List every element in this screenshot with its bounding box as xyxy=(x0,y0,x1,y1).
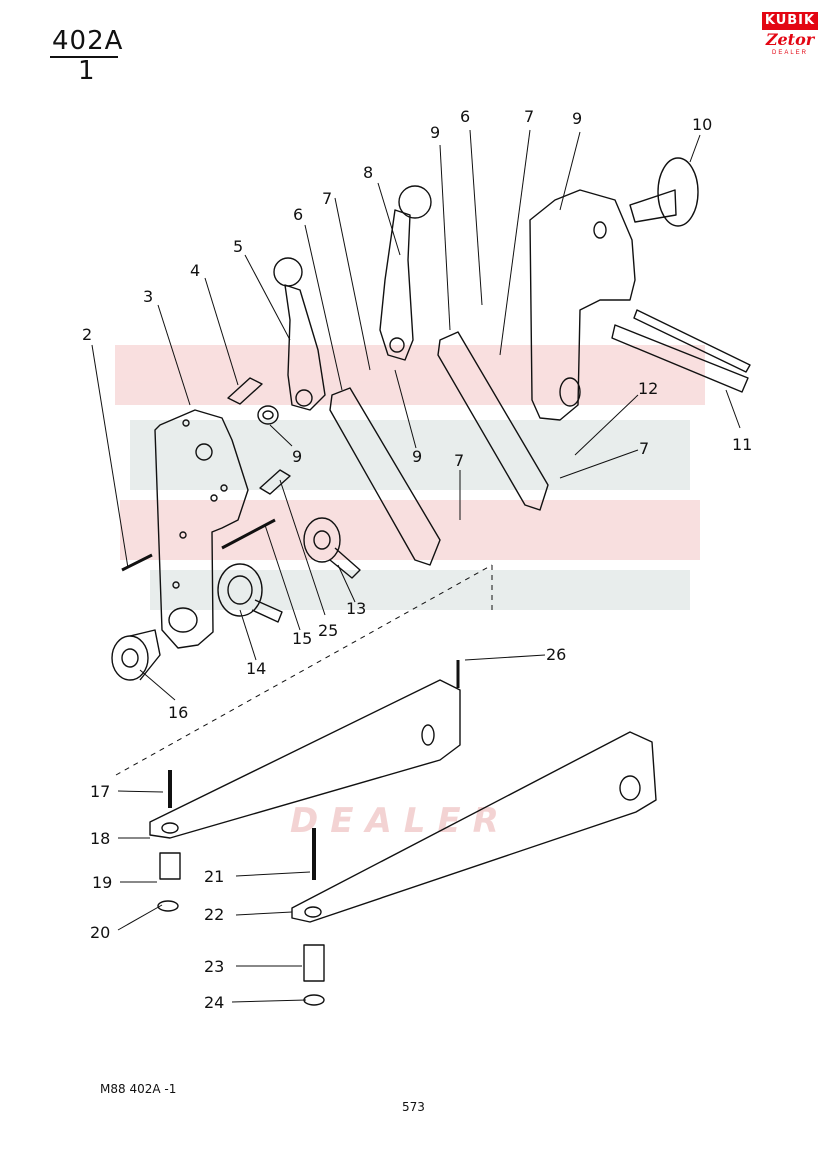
cam-13 xyxy=(217,563,263,617)
header-divider xyxy=(50,56,118,58)
link-6-left xyxy=(329,387,441,566)
logo-make: Zetor xyxy=(765,30,815,49)
watermark-text: DEALER xyxy=(290,801,511,841)
main-plate-10 xyxy=(529,189,636,421)
callout-12: 12 xyxy=(638,379,658,398)
callout-3: 3 xyxy=(143,287,153,306)
callout-9: 9 xyxy=(430,123,440,142)
callout-26: 26 xyxy=(546,645,566,664)
callout-15: 15 xyxy=(292,629,312,648)
washer-21a xyxy=(157,900,179,912)
pin-15 xyxy=(259,469,291,495)
callout-5: 5 xyxy=(233,237,243,256)
callout-17: 17 xyxy=(90,782,110,801)
callout-6: 6 xyxy=(460,107,470,126)
link-6-right xyxy=(437,331,549,511)
callout-23: 23 xyxy=(204,957,224,976)
callout-8: 8 xyxy=(363,163,373,182)
callout-6: 6 xyxy=(293,205,303,224)
callout-13: 13 xyxy=(346,599,366,618)
bushing-26 xyxy=(111,635,149,681)
callout-11: 11 xyxy=(732,435,752,454)
cam-16 xyxy=(303,517,341,563)
callout-20: 20 xyxy=(90,923,110,942)
rail-12 xyxy=(611,324,749,393)
logo-sub: DEALER xyxy=(771,50,808,56)
screw-2 xyxy=(121,553,153,572)
page-number: 573 xyxy=(402,1100,425,1114)
callout-2: 2 xyxy=(82,325,92,344)
kubik-zetor-logo: KUBIK Zetor DEALER xyxy=(762,12,818,62)
callout-10: 10 xyxy=(692,115,712,134)
group-number: 402A xyxy=(52,26,124,56)
callout-24: 24 xyxy=(204,993,224,1012)
callout-18: 18 xyxy=(90,829,110,848)
callout-19: 19 xyxy=(92,873,112,892)
callout-25: 25 xyxy=(318,621,338,640)
knob-11 xyxy=(657,157,699,227)
nut-20 xyxy=(159,852,181,880)
callout-22: 22 xyxy=(204,905,224,924)
callout-16: 16 xyxy=(168,703,188,722)
rod-19 xyxy=(149,679,461,839)
callout-9: 9 xyxy=(292,447,302,466)
callout-4: 4 xyxy=(190,261,200,280)
sheet-number: 1 xyxy=(78,56,96,86)
watermark: DEALER xyxy=(115,345,705,841)
rod-23 xyxy=(291,731,657,923)
leader-lines xyxy=(91,129,741,1003)
callout-9: 9 xyxy=(412,447,422,466)
callout-7: 7 xyxy=(454,451,464,470)
callout-7: 7 xyxy=(639,439,649,458)
nut-24 xyxy=(303,944,325,982)
logo-brand: KUBIK xyxy=(762,12,818,30)
drawing-code: M88 402A -1 xyxy=(100,1082,177,1096)
callout-9: 9 xyxy=(572,109,582,128)
callout-14: 14 xyxy=(246,659,266,678)
screw-14 xyxy=(221,518,276,550)
lever-8 xyxy=(379,209,414,361)
bracket-plate xyxy=(154,409,249,649)
callout-21: 21 xyxy=(204,867,224,886)
bushing-4 xyxy=(227,377,263,405)
callout-7: 7 xyxy=(322,189,332,208)
washer-21b xyxy=(303,994,325,1006)
callout-7: 7 xyxy=(524,107,534,126)
